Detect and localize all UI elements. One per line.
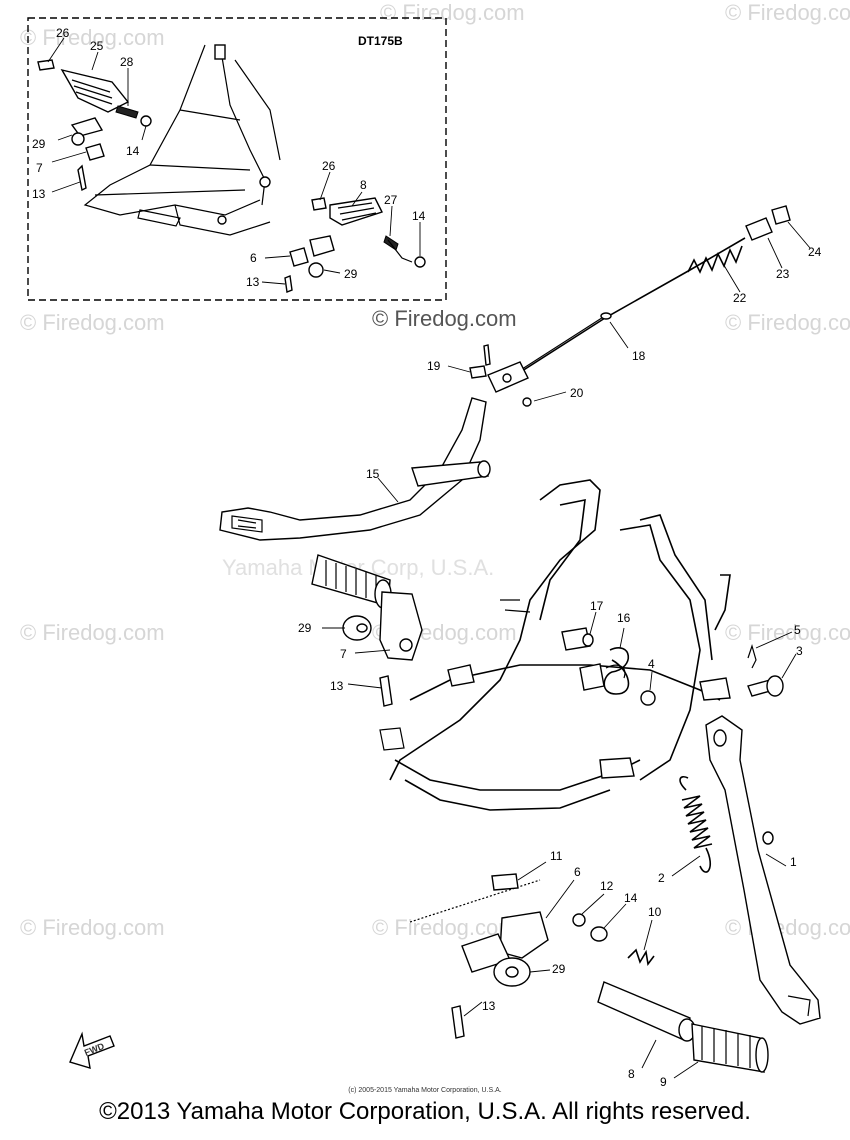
inset-frame [83, 44, 281, 236]
label-19: 19 [427, 359, 441, 373]
label-5: 5 [794, 623, 801, 637]
label-27: 27 [384, 193, 398, 207]
stand-hardware: 17 16 4 5 3 [582, 599, 803, 706]
inset-title: DT175B [358, 34, 403, 48]
label-29: 29 [298, 621, 312, 635]
label-22: 22 [733, 291, 747, 305]
label-20: 20 [570, 386, 584, 400]
label-11: 11 [550, 849, 563, 863]
watermark-firedog: © Firedog.com [20, 25, 165, 50]
label-29: 29 [32, 137, 46, 151]
label-12: 12 [600, 879, 614, 893]
label-17: 17 [590, 599, 604, 613]
side-stand: 2 1 [658, 715, 821, 1025]
label-6: 6 [574, 865, 581, 879]
copyright-footer: ©2013 Yamaha Motor Corporation, U.S.A. A… [99, 1098, 751, 1125]
label-14: 14 [412, 209, 426, 223]
label-18: 18 [632, 349, 646, 363]
watermark-firedog: © Firedog.com [20, 915, 165, 940]
small-copyright: (c) 2005-2015 Yamaha Motor Corporation, … [348, 1087, 502, 1094]
inset-dt175b: DT175B [27, 17, 447, 301]
label-2: 2 [658, 871, 665, 885]
fwd-arrow: FWD [69, 1031, 115, 1069]
label-7: 7 [340, 647, 347, 661]
watermark-firedog: © Firedog.com [380, 0, 525, 25]
watermark-firedog: © Firedog.com [20, 310, 165, 335]
watermark-firedog: © Firedog.com [725, 915, 850, 940]
label-3: 3 [796, 644, 803, 658]
fwd-label: FWD [83, 1041, 106, 1058]
watermark-firedog: © Firedog.com [725, 310, 850, 335]
watermark-firedog: © Firedog.com [725, 620, 850, 645]
inset-parts-right [284, 197, 426, 293]
label-28: 28 [120, 55, 134, 69]
label-8: 8 [360, 178, 367, 192]
watermark-firedog: © Firedog.com [725, 0, 850, 25]
label-29: 29 [552, 962, 566, 976]
label-13: 13 [246, 275, 260, 289]
label-13: 13 [32, 187, 46, 201]
label-25: 25 [90, 39, 104, 53]
inset-border [27, 17, 447, 301]
label-24: 24 [808, 245, 822, 259]
footrest-right: 11 6 12 14 10 29 13 8 9 [409, 849, 769, 1089]
label-6: 6 [250, 251, 257, 265]
label-13: 13 [482, 999, 496, 1013]
label-1: 1 [790, 855, 797, 869]
label-4: 4 [648, 657, 655, 671]
label-15: 15 [366, 467, 380, 481]
brake-rod-assembly: 24 23 22 18 19 20 [427, 205, 822, 407]
brake-pedal: 15 [219, 397, 491, 541]
inset-parts-left [37, 59, 152, 192]
label-29: 29 [344, 267, 358, 281]
label-8: 8 [628, 1067, 635, 1081]
label-16: 16 [617, 611, 631, 625]
label-26: 26 [56, 26, 70, 40]
label-23: 23 [776, 267, 790, 281]
main-frame [379, 479, 731, 811]
footrest-left: 29 7 13 [298, 554, 423, 707]
label-10: 10 [648, 905, 662, 919]
label-26: 26 [322, 159, 336, 173]
label-9: 9 [660, 1075, 667, 1089]
label-13: 13 [330, 679, 344, 693]
watermark-firedog: © Firedog.com [20, 620, 165, 645]
label-14: 14 [624, 891, 638, 905]
label-7: 7 [36, 161, 43, 175]
watermark-firedog: © Firedog.com [372, 306, 517, 331]
label-14: 14 [126, 144, 140, 158]
